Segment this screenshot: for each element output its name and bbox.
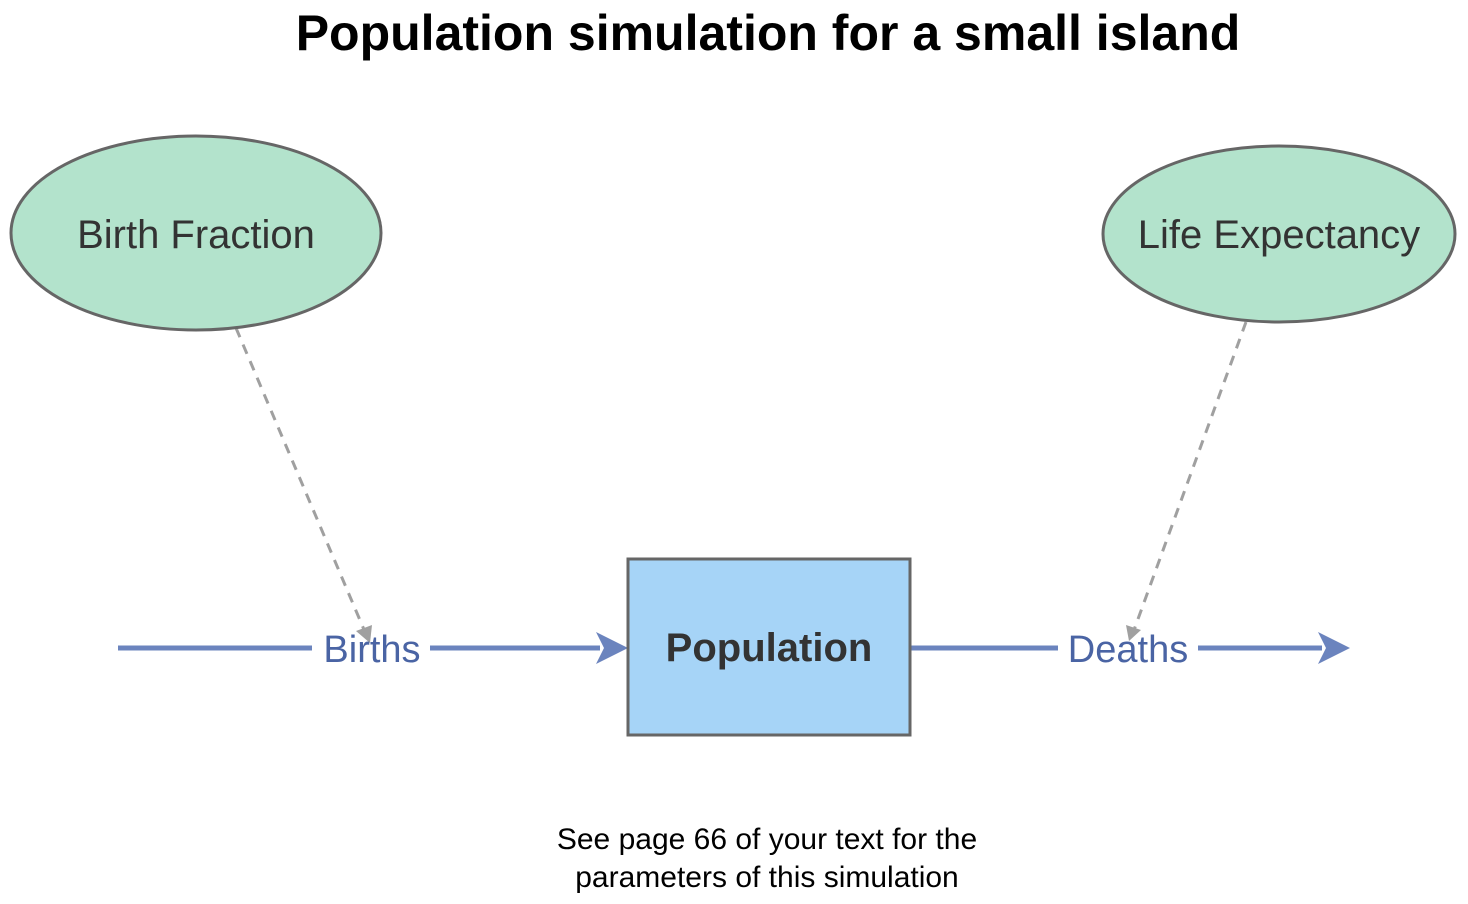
population-stock: Population xyxy=(626,557,912,737)
population-label: Population xyxy=(666,626,873,670)
life-expectancy-label: Life Expectancy xyxy=(1138,213,1420,257)
influence-arrowhead xyxy=(356,625,372,643)
birth-fraction-label: Birth Fraction xyxy=(77,213,315,257)
flow-births xyxy=(118,632,628,664)
flow-arrowhead xyxy=(596,632,628,664)
influence-arrowhead xyxy=(1126,625,1141,641)
life-expectancy-node: Life Expectancy xyxy=(1101,144,1457,324)
flow-arrowhead xyxy=(1318,632,1350,664)
footnote-line-1: See page 66 of your text for the xyxy=(557,823,977,856)
footnote: See page 66 of your text for the paramet… xyxy=(557,823,977,894)
diagram-title: Population simulation for a small island xyxy=(296,5,1241,61)
birth-fraction-node: Birth Fraction xyxy=(9,134,383,332)
footnote-line-2: parameters of this simulation xyxy=(575,861,959,894)
deaths-flow-label: Deaths xyxy=(1068,629,1188,671)
births-flow-label: Births xyxy=(323,629,420,671)
flow-deaths xyxy=(910,632,1350,664)
influence-arrow-life-expectancy xyxy=(1126,321,1248,641)
influence-arrow-birth-fraction xyxy=(234,327,372,643)
